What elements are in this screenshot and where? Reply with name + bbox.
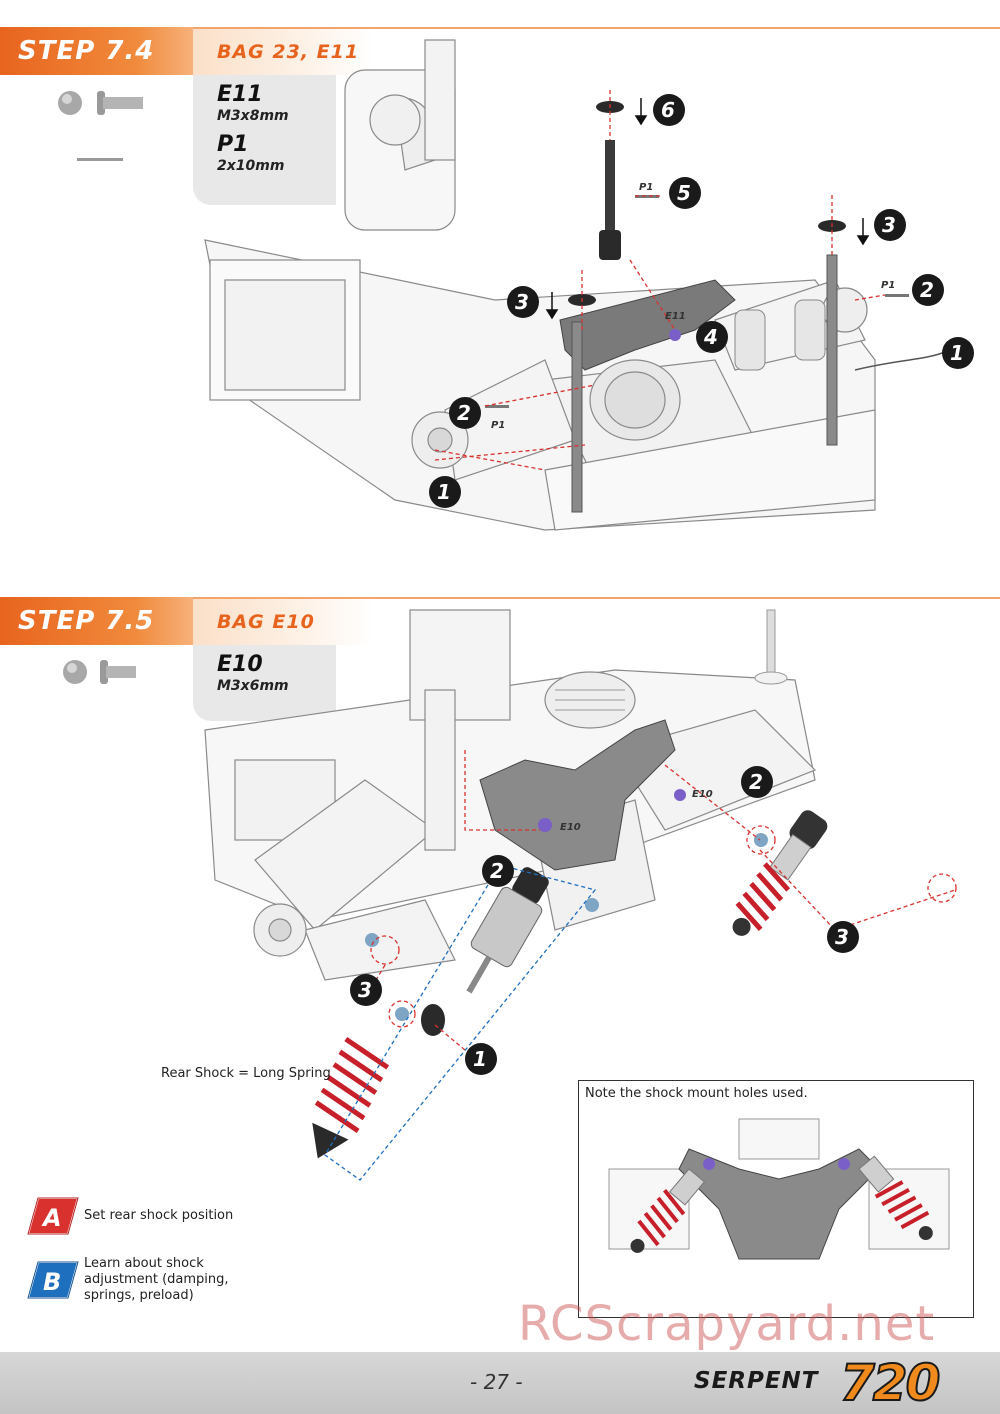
label-p1: P1 [881,280,895,291]
svg-text:2: 2 [490,859,504,883]
screw-icon [63,660,136,684]
callout-2: 2 [482,855,514,887]
svg-text:3: 3 [835,925,849,949]
badge-a-icon: A [26,1197,80,1235]
info-link-a[interactable]: A Set rear shock position [24,1194,233,1238]
info-link-b[interactable]: B Learn about shock adjustment (damping,… [24,1256,244,1304]
svg-text:6: 6 [661,98,675,122]
shock-mount-note-box: Note the shock mount holes used. [578,1080,974,1318]
brand-name: SERPENT [694,1368,819,1394]
step-7-4-parts-box: E11 M3x8mm P1 2x10mm [193,75,336,205]
badge-b-icon: B [26,1261,80,1299]
label-e10: E10 [692,789,713,800]
label-p1: P1 [491,420,505,431]
svg-text:B: B [43,1268,61,1296]
callout-1: 1 [429,476,461,508]
step-7-4-label: STEP 7.4 [0,27,193,75]
label-p1: P1 [639,182,653,193]
rear-shock-caption: Rear Shock = Long Spring [161,1066,331,1081]
svg-text:3: 3 [882,213,896,237]
info-link-b-text: Learn about shock adjustment (damping, s… [84,1256,229,1303]
note-text: Note the shock mount holes used. [585,1086,808,1101]
step-7-5-bag-label: BAG E10 [193,599,373,645]
svg-text:5: 5 [677,181,691,205]
svg-text:A: A [41,1204,62,1232]
step-7-5-label: STEP 7.5 [0,597,193,645]
callout-3: 3 [874,209,906,241]
svg-text:1: 1 [950,341,964,365]
info-link-a-text: Set rear shock position [84,1208,234,1223]
shock-mount-detail-drawing [608,1118,950,1260]
callout-2: 2 [741,766,773,798]
callout-1: 1 [942,337,974,369]
callout-2: 2 [449,397,481,429]
step-7-5-header: STEP 7.5 BAG E10 [0,597,1000,645]
step-7-4-header: STEP 7.4 BAG 23, E11 [0,27,1000,75]
header-rule [193,27,1000,29]
header-rule [193,597,1000,599]
part-size: M3x8mm [217,108,289,124]
svg-text:2: 2 [749,770,763,794]
step-7-5-parts-box: E10 M3x6mm [193,645,336,721]
svg-text:3: 3 [358,978,372,1002]
svg-text:1: 1 [473,1047,487,1071]
part-code: P1 [217,132,249,157]
part-code: E11 [217,82,263,107]
part-size: 2x10mm [217,158,285,174]
callout-3: 3 [350,974,382,1006]
step-7-4-bag-label: BAG 23, E11 [193,29,373,75]
label-e10: E10 [560,822,581,833]
svg-text:1: 1 [437,480,451,504]
callout-4: 4 [696,321,728,353]
callout-3: 3 [507,286,539,318]
screw-and-pin-icon [58,91,143,161]
step-7-5-assembly-drawing: 2 2 3 3 1 E10 E10 [204,609,957,1181]
step-7-4-assembly-drawing: 6 5 3 3 2 4 1 2 1 P1 P1 E11 P1 [204,39,974,531]
callout-3: 3 [827,921,859,953]
page-number: - 27 - [470,1370,523,1394]
callout-5: 5 [669,177,701,209]
callout-1: 1 [465,1043,497,1075]
model-number: 720 [839,1353,941,1413]
part-size: M3x6mm [217,678,289,694]
svg-text:2: 2 [457,401,471,425]
svg-text:2: 2 [920,278,934,302]
watermark: RCScrapyard.net [518,1296,936,1352]
label-e11: E11 [665,311,686,322]
svg-text:3: 3 [515,290,529,314]
part-code: E10 [217,652,263,677]
svg-text:4: 4 [703,325,718,349]
callout-6: 6 [653,94,685,126]
callout-2: 2 [912,274,944,306]
page-footer: - 27 - SERPENT 720 [0,1352,1000,1414]
